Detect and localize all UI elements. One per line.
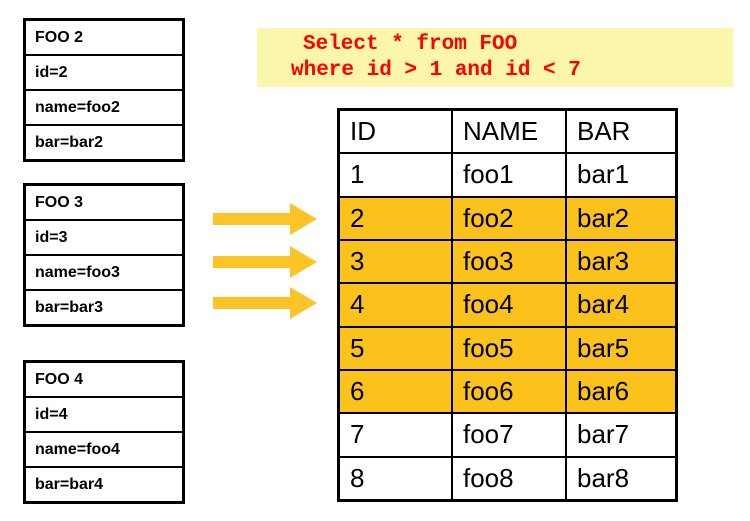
right-arrow-icon bbox=[213, 287, 317, 319]
cell-name: foo4 bbox=[453, 284, 567, 326]
record-field-bar: bar=bar2 bbox=[35, 133, 104, 151]
sql-query-line2: where id > 1 and id < 7 bbox=[291, 59, 581, 82]
record-field-name: name=foo4 bbox=[26, 433, 182, 468]
cell-id: 8 bbox=[340, 457, 453, 499]
cell-bar: bar7 bbox=[577, 419, 630, 450]
record-box-title: FOO 2 bbox=[26, 21, 182, 56]
table-row: 8 foo8 bar8 bbox=[340, 457, 675, 499]
table-row: 3 foo3 bar3 bbox=[340, 240, 675, 285]
cell-name: foo8 bbox=[453, 457, 567, 499]
record-box-foo2: FOO 2 id=2 name=foo2 bar=bar2 bbox=[23, 18, 185, 162]
record-field-bar: bar=bar3 bbox=[35, 298, 104, 316]
record-field-bar: bar=bar4 bbox=[35, 475, 104, 493]
cell-id: 5 bbox=[340, 327, 453, 369]
result-table: ID NAME BAR 1 foo1 bar1 2 foo2 bar2 3 fo… bbox=[337, 108, 678, 502]
cell-id: 2 bbox=[340, 197, 453, 239]
record-field-name: name=foo2 bbox=[26, 91, 182, 126]
record-field-name: name=foo3 bbox=[26, 256, 182, 291]
cell-bar: bar8 bbox=[577, 462, 630, 493]
cell-bar: bar2 bbox=[577, 202, 630, 233]
cell-name: foo5 bbox=[453, 327, 567, 369]
table-row: 2 foo2 bar2 bbox=[340, 197, 675, 241]
table-row: 5 foo5 bar5 bbox=[340, 327, 675, 371]
table-row: 4 foo4 bar4 bbox=[340, 284, 675, 328]
cell-bar: bar6 bbox=[577, 376, 630, 407]
right-arrow-icon bbox=[213, 246, 317, 278]
cell-name: foo7 bbox=[453, 414, 567, 456]
table-row: 7 foo7 bar7 bbox=[340, 414, 675, 458]
sql-query-callout: Select * from FOO where id > 1 and id < … bbox=[257, 28, 733, 87]
cell-name: foo2 bbox=[453, 197, 567, 239]
table-row: 1 foo1 bar1 bbox=[340, 154, 675, 198]
record-box-foo4: FOO 4 id=4 name=foo4 bar=bar4 bbox=[23, 360, 185, 504]
cell-bar: bar3 bbox=[577, 246, 630, 277]
record-field-id: id=2 bbox=[26, 56, 182, 91]
cell-id: 1 bbox=[340, 154, 453, 196]
record-box-title: FOO 4 bbox=[26, 363, 182, 398]
cell-bar: bar5 bbox=[577, 332, 630, 363]
table-header-row: ID NAME BAR bbox=[340, 111, 675, 155]
cell-id: 3 bbox=[340, 240, 453, 283]
record-field-id: id=3 bbox=[26, 221, 182, 256]
column-header-bar: BAR bbox=[577, 116, 631, 147]
cell-id: 4 bbox=[340, 284, 453, 326]
column-header-name: NAME bbox=[453, 111, 567, 153]
table-row: 6 foo6 bar6 bbox=[340, 370, 675, 415]
cell-bar: bar1 bbox=[577, 159, 630, 190]
cell-name: foo1 bbox=[453, 154, 567, 196]
cell-name: foo3 bbox=[453, 240, 567, 283]
column-header-id: ID bbox=[340, 111, 453, 153]
record-field-id: id=4 bbox=[26, 398, 182, 433]
cell-name: foo6 bbox=[453, 370, 567, 413]
record-box-foo3: FOO 3 id=3 name=foo3 bar=bar3 bbox=[23, 183, 185, 327]
cell-id: 7 bbox=[340, 414, 453, 456]
record-box-title: FOO 3 bbox=[26, 186, 182, 221]
cell-bar: bar4 bbox=[577, 289, 630, 320]
right-arrow-icon bbox=[213, 203, 317, 235]
cell-id: 6 bbox=[340, 370, 453, 413]
sql-query-line1: Select * from FOO bbox=[303, 33, 518, 56]
